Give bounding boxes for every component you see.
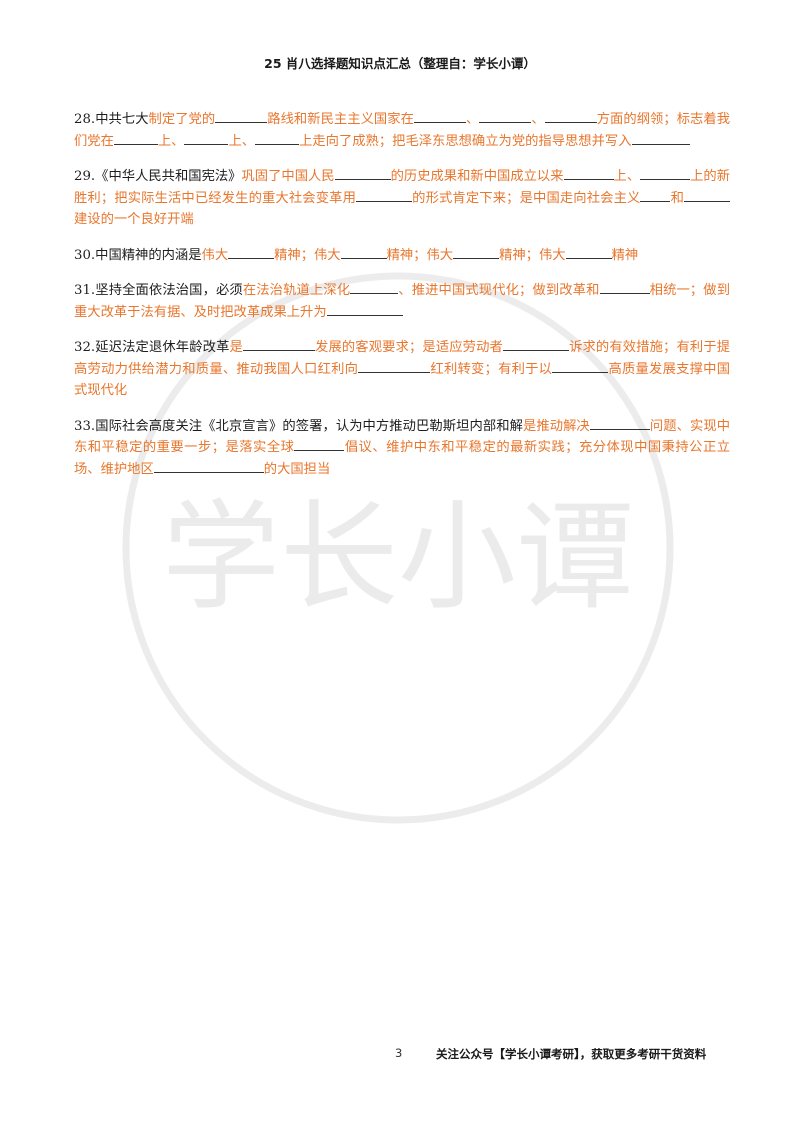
text-segment: 上的新胜利；把实际生活中已经发生的重大社会变革用 — [74, 169, 731, 206]
fill-blank[interactable] — [350, 281, 399, 295]
question-stem: 中国精神的内涵是 — [95, 247, 202, 263]
fill-blank[interactable] — [340, 246, 387, 259]
fill-blank[interactable] — [502, 338, 569, 352]
fill-blank[interactable] — [544, 110, 597, 124]
text-segment: 问题、实现中东和平稳定的重要一步；是落实全球 — [74, 418, 731, 456]
question-stem: 延迟法定退休年龄改革 — [95, 340, 230, 356]
fill-blank[interactable] — [684, 189, 731, 202]
fill-blank[interactable] — [599, 281, 650, 295]
footer-note: 关注公众号【学长小谭考研】，获取更多考研干货资料 — [436, 1047, 707, 1061]
fill-blank[interactable] — [113, 132, 158, 145]
fill-blank[interactable] — [153, 460, 264, 473]
fill-blank[interactable] — [215, 110, 268, 124]
fill-blank[interactable] — [552, 360, 609, 373]
text-segment: 制定了党的 — [148, 112, 216, 128]
text-segment: 在法治轨道上深化 — [242, 283, 351, 299]
question-number: 33. — [74, 418, 96, 434]
question-29: 29.《中华人民共和国宪法》巩固了中国人民 的历史成果和新中国成立以来 上、上的新胜… — [74, 166, 730, 231]
question-number: 32. — [74, 340, 96, 356]
page-number: 3 — [395, 1046, 403, 1060]
fill-blank[interactable] — [358, 360, 431, 373]
fill-blank[interactable] — [356, 189, 413, 202]
fill-blank[interactable] — [453, 246, 500, 259]
page-header: 25 肖八选择题知识点汇总（整理自：学长小谭） — [264, 56, 536, 71]
text-segment: 相统一；做到重大改革于法有据、及时把改革成果上升为 — [74, 283, 731, 320]
text-segment: 上、 — [157, 133, 185, 149]
fill-blank[interactable] — [326, 303, 403, 316]
fill-blank[interactable] — [589, 417, 650, 430]
question-number: 31. — [74, 283, 96, 299]
text-segment: 、 — [465, 112, 480, 128]
text-segment: 方面的纲领；标志着我们党在 — [74, 112, 731, 149]
text-segment: 路线和新民主主义国家在 — [267, 112, 414, 128]
text-segment: 诉求的有效措施；有利于提高劳动力供给潜力和质量、推动我国人口红利向 — [74, 340, 731, 377]
text-segment: 上、 — [613, 169, 641, 185]
question-number: 30. — [74, 247, 96, 263]
question-stem: 坚持全面依法治国，必须 — [95, 283, 243, 299]
text-segment: 巩固了中国人民 — [241, 169, 335, 185]
text-segment: 伟大 — [201, 247, 229, 263]
question-number: 28. — [74, 112, 96, 128]
text-segment: 和 — [670, 190, 685, 206]
question-stem: 《中华人民共和国宪法》 — [95, 169, 242, 185]
question-31: 31.坚持全面依法治国，必须在法治轨道上深化 、推进中国式现代化；做到改革和相统一… — [74, 280, 730, 323]
fill-blank[interactable] — [479, 110, 532, 124]
fill-blank[interactable] — [242, 338, 315, 352]
text-segment: 是推动解决 — [522, 418, 590, 434]
text-segment: 的大国担当 — [263, 461, 331, 477]
watermark-text: 学长小谭 — [162, 488, 634, 626]
question-number: 29. — [74, 169, 96, 185]
text-segment: 是 — [229, 340, 243, 356]
text-segment: 精神；伟大 — [386, 247, 454, 263]
text-segment: 高质量发展支撑中国式现代化 — [74, 361, 731, 399]
question-stem: 国际社会高度关注《北京宣言》的签署，认为中方推动巴勒斯坦内部和解 — [95, 418, 523, 434]
question-32: 32.延迟法定退休年龄改革是 发展的客观要求；是适应劳动者诉求的有效措施；有利于提… — [74, 337, 730, 402]
fill-blank[interactable] — [413, 110, 466, 124]
text-segment: 倡议、维护中东和平稳定的最新实践；充分体现中国秉持公正立场、维护地区 — [74, 440, 731, 477]
fill-blank[interactable] — [640, 167, 691, 181]
fill-blank[interactable] — [228, 246, 275, 259]
fill-blank[interactable] — [255, 132, 300, 145]
text-segment: 的形式肯定下来；是中国走向社会主义 — [412, 190, 641, 206]
fill-blank[interactable] — [565, 246, 612, 259]
question-30: 30.中国精神的内涵是伟大 精神；伟大 精神；伟大 精神；伟大 精神 — [74, 245, 730, 267]
text-segment: 上走向了成熟；把毛泽东思想确立为党的指导思想并写入 — [299, 133, 632, 149]
text-segment: 建设的一个良好开端 — [74, 212, 194, 228]
question-list: 28.中共七大制定了党的路线和新民主主义国家在、、方面的纲领；标志着我们党在上、… — [74, 96, 730, 494]
fill-blank[interactable] — [631, 132, 690, 145]
question-28: 28.中共七大制定了党的 路线和新民主主义国家在 、 、方面的纲领；标志着我们党在上、… — [74, 109, 730, 152]
text-segment: 精神；伟大 — [274, 247, 341, 263]
text-segment: 、 — [531, 112, 545, 128]
fill-blank[interactable] — [184, 132, 229, 145]
fill-blank[interactable] — [563, 167, 614, 181]
text-segment: 发展的客观要求；是适应劳动者 — [314, 340, 503, 356]
text-segment: 精神 — [611, 247, 639, 263]
text-segment: 上、 — [228, 133, 256, 149]
text-segment: 的历史成果和新中国成立以来 — [390, 169, 564, 185]
fill-blank[interactable] — [640, 189, 671, 202]
text-segment: 红利转变；有利于以 — [430, 361, 553, 377]
text-segment: 、推进中国式现代化；做到改革和 — [398, 283, 600, 299]
fill-blank[interactable] — [294, 438, 345, 452]
text-segment: 精神；伟大 — [499, 247, 566, 263]
question-33: 33.国际社会高度关注《北京宣言》的签署，认为中方推动巴勒斯坦内部和解是推动解决… — [74, 416, 730, 481]
question-stem: 中共七大 — [95, 112, 149, 128]
fill-blank[interactable] — [334, 167, 391, 181]
